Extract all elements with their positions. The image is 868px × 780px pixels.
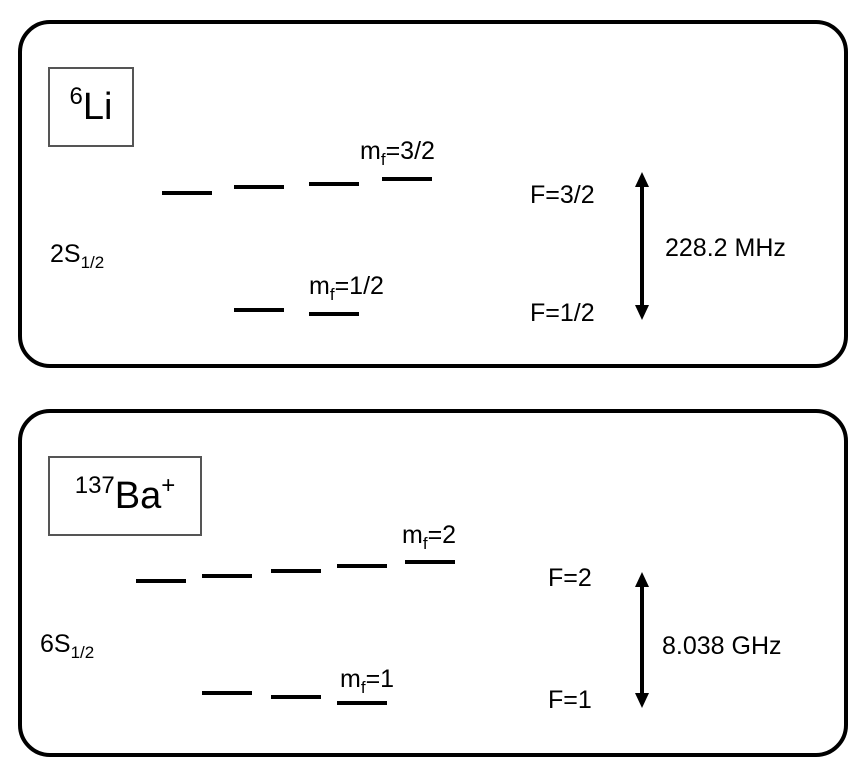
ba-double-arrow	[635, 572, 649, 708]
li-panel	[18, 20, 848, 368]
li-mf-upper-label: mf=3/2	[360, 137, 435, 169]
ba-splitting-label: 8.038 GHz	[662, 632, 782, 660]
li-upper-level	[162, 191, 212, 195]
li-upper-level	[382, 177, 432, 181]
li-splitting-label: 228.2 MHz	[665, 234, 786, 262]
ba-F-lower-label: F=1	[548, 686, 592, 714]
li-state-label: 2S1/2	[50, 240, 105, 272]
ba-upper-level	[271, 569, 321, 573]
ba-charge: +	[161, 472, 176, 499]
li-symbol: Li	[82, 86, 113, 128]
ba-symbol: Ba	[114, 475, 162, 517]
ba-lower-level	[271, 695, 321, 699]
ba-panel	[18, 409, 848, 757]
ba-lower-level	[202, 691, 252, 695]
ba-upper-level	[202, 574, 252, 578]
ba-upper-level	[405, 560, 455, 564]
ba-state-label: 6S1/2	[40, 630, 95, 662]
li-upper-level	[309, 182, 359, 186]
ba-mass-number: 137	[74, 472, 115, 499]
ba-upper-level	[136, 579, 186, 583]
li-upper-level	[234, 185, 284, 189]
ba-upper-level	[337, 564, 387, 568]
ba-mf-lower-label: mf=1	[340, 665, 395, 697]
li-F-upper-label: F=3/2	[530, 181, 595, 209]
li-lower-level	[234, 308, 284, 312]
li-mf-lower-label: mf=1/2	[309, 272, 384, 304]
li-F-lower-label: F=1/2	[530, 299, 595, 327]
li-mass-number: 6	[69, 83, 83, 110]
ba-lower-level	[337, 701, 387, 705]
li-double-arrow	[635, 172, 649, 320]
li-lower-level	[309, 312, 359, 316]
ba-mf-upper-label: mf=2	[402, 521, 457, 553]
ba-F-upper-label: F=2	[548, 564, 592, 592]
